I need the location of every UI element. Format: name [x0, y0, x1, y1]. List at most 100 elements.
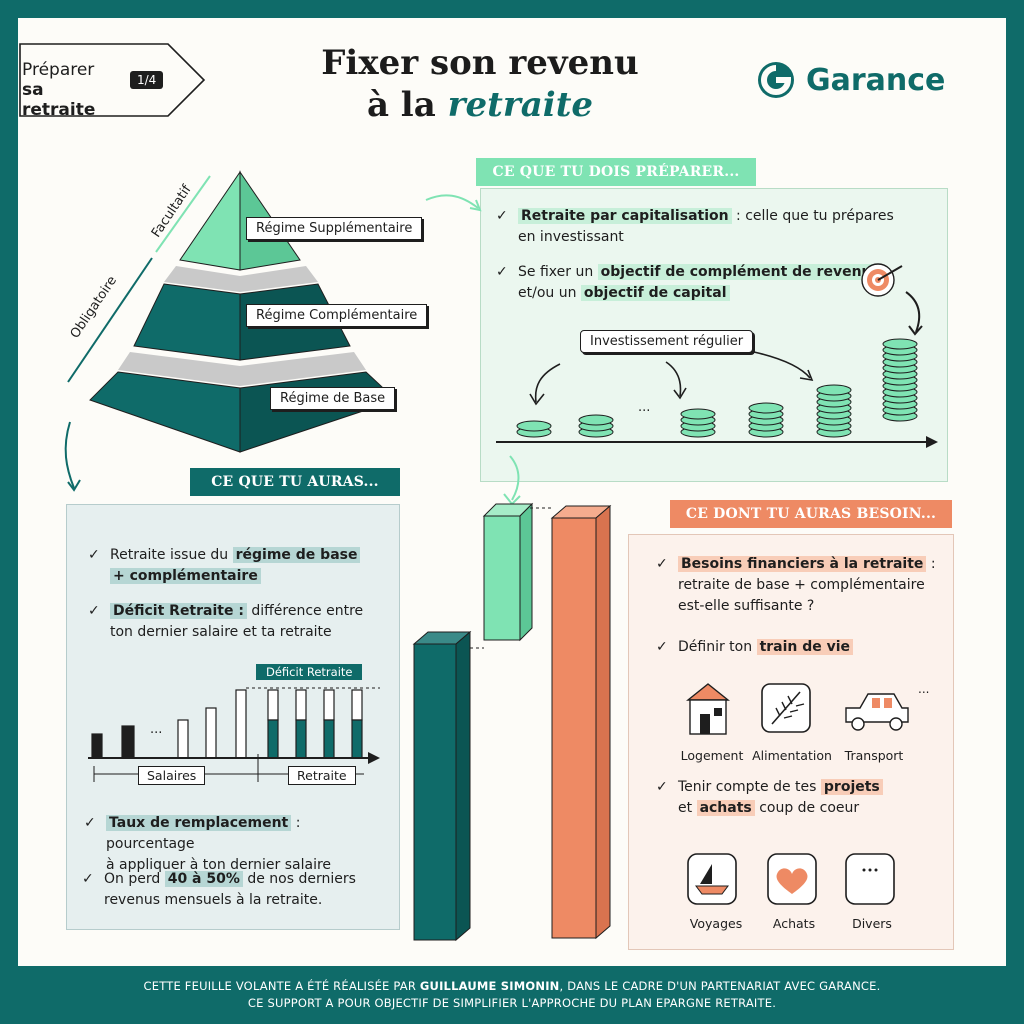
besoin-item-financiers: ✓ Besoins financiers à la retraite : ret…	[656, 554, 948, 617]
besoin-item2-a: Définir ton	[678, 639, 757, 655]
auras-item1-highlight: régime de base	[232, 547, 361, 563]
besoin-item3-highlight1: projets	[820, 779, 883, 795]
retraite-label: Retraite	[288, 766, 356, 785]
bar-retraite	[412, 630, 472, 942]
tag-page-number: 1/4	[130, 71, 164, 89]
logo-text: Garance	[806, 62, 946, 98]
retraite-bar	[323, 689, 335, 759]
house-icon	[686, 683, 730, 735]
besoin-item3-b: et	[678, 800, 697, 816]
retraite-bar	[351, 689, 363, 759]
arrow-down-icon	[905, 291, 923, 336]
besoin-item-train-de-vie: ✓ Définir ton train de vie	[656, 637, 948, 658]
bar-besoin	[550, 504, 612, 940]
besoin-item1-rest: :	[926, 556, 936, 572]
comparison-bars-illustration	[412, 455, 612, 942]
check-icon: ✓	[88, 603, 100, 619]
check-icon: ✓	[656, 779, 668, 795]
coin-stack-6	[882, 338, 918, 422]
icon-label-transport: Transport	[844, 748, 904, 763]
check-icon: ✓	[82, 871, 94, 887]
auras-item1-a: Retraite issue du	[110, 547, 233, 563]
besoin-item1-line3: est-elle suffisante ?	[678, 598, 815, 614]
footer-line1-a: CETTE FEUILLE VOLANTE A ÉTÉ RÉALISÉE PAR	[143, 979, 420, 993]
page-title: Fixer son revenu à la retraite	[300, 42, 660, 126]
salaires-label: Salaires	[138, 766, 206, 785]
title-line1: Fixer son revenu	[321, 43, 639, 83]
auras-item3-highlight: Taux de remplacement	[106, 815, 292, 831]
coins-ellipsis: ...	[638, 400, 651, 415]
besoin-item3-highlight2: achats	[696, 800, 755, 816]
tag-line1: Préparer	[22, 60, 95, 80]
check-icon: ✓	[496, 264, 508, 280]
auras-item4-highlight: 40 à 50%	[164, 871, 243, 887]
lifestyle-icons	[686, 683, 909, 735]
footer-credits: CETTE FEUILLE VOLANTE A ÉTÉ RÉALISÉE PAR…	[0, 978, 1024, 1012]
icon-label-achats: Achats	[772, 916, 816, 931]
prepare-item1-highlight: Retraite par capitalisation	[518, 208, 732, 224]
boat-icon	[687, 853, 737, 905]
project-icons	[687, 853, 895, 905]
pyramid-level-supplementaire: Régime Supplémentaire	[246, 217, 423, 240]
footer-line1-author: GUILLAUME SIMONIN	[419, 979, 560, 993]
pyramid-level-base: Régime de Base	[270, 387, 396, 410]
retraite-bar	[267, 689, 279, 759]
prepare-item-objectif: ✓ Se fixer un objectif de complément de …	[496, 262, 878, 304]
check-icon: ✓	[84, 815, 96, 831]
tag-line2: sa retraite	[22, 80, 96, 120]
pyramid-level-complementaire: Régime Complémentaire	[246, 304, 428, 327]
garance-logo: Garance	[756, 60, 945, 100]
car-icon	[845, 693, 909, 731]
prepare-item2-highlight1: objectif de complément de revenu	[597, 264, 875, 280]
heart-icon	[767, 853, 817, 905]
salary-bar	[177, 719, 189, 759]
footer-line1-c: , DANS LE CADRE D'UN PARTENARIAT AVEC GA…	[559, 979, 881, 993]
salary-bar	[235, 689, 247, 759]
salary-ellipsis: ...	[90, 722, 162, 737]
besoin-item1-highlight: Besoins financiers à la retraite	[678, 556, 927, 572]
besoin-item3-c: coup de coeur	[754, 800, 860, 816]
invest-label: Investissement régulier	[580, 330, 754, 353]
auras-item-regime: ✓ Retraite issue du régime de base + com…	[88, 545, 390, 587]
auras-item3-rest: : pourcentage	[106, 815, 301, 852]
prepare-banner: CE QUE TU DOIS PRÉPARER...	[476, 158, 756, 186]
coin-stack-1	[516, 420, 552, 438]
besoin-item-projets: ✓ Tenir compte de tes projets et achats …	[656, 777, 948, 819]
prepare-item2-a: Se fixer un	[518, 264, 598, 280]
salary-bar	[121, 725, 135, 759]
icon-label-divers: Divers	[852, 916, 892, 931]
besoin-item1-line2: retraite de base + complémentaire	[678, 577, 925, 593]
icon-label-voyages: Voyages	[689, 916, 743, 931]
prepare-item1-line2: en investissant	[518, 229, 624, 245]
salary-bars-illustration	[88, 687, 380, 782]
tag-arrow-shape	[19, 43, 206, 117]
auras-item2-highlight: Déficit Retraite :	[110, 603, 247, 619]
footer-line2: CE SUPPORT A POUR OBJECTIF DE SIMPLIFIER…	[247, 996, 777, 1010]
auras-item-taux: ✓ Taux de remplacement : pourcentage à a…	[84, 813, 386, 876]
auras-banner: CE QUE TU AURAS...	[190, 468, 400, 496]
wheat-icon	[761, 683, 811, 733]
bar-capitalisation	[482, 502, 534, 642]
coin-stack-2	[578, 414, 614, 438]
title-line2-a: à la	[366, 85, 448, 125]
tag-text: Préparer sa retraite	[22, 60, 95, 120]
retraite-bar	[295, 689, 307, 759]
more-icon	[845, 853, 895, 905]
prepare-item1-rest: : celle que tu prépares	[731, 208, 894, 224]
auras-item3-line2: à appliquer à ton dernier salaire	[106, 857, 332, 873]
deficit-label: Déficit Retraite	[256, 664, 363, 680]
icon-label-logement: Logement	[680, 748, 744, 763]
auras-item-deficit: ✓ Déficit Retraite : différence entre to…	[88, 601, 390, 643]
auras-item4-b: de nos derniers	[242, 871, 356, 887]
auras-item4-line2: revenus mensuels à la retraite.	[104, 892, 323, 908]
prepare-item2-b: et/ou un	[518, 285, 581, 301]
auras-item2-rest: différence entre	[246, 603, 364, 619]
coin-stack-3	[680, 408, 716, 438]
lifestyle-ellipsis: ...	[918, 682, 930, 696]
pyramid-diagram	[67, 170, 397, 453]
coin-stack-group	[516, 338, 918, 438]
auras-item1-highlight2: + complémentaire	[110, 568, 261, 584]
coin-stack-4	[748, 402, 784, 438]
arrow-down-icon	[64, 421, 81, 492]
coin-stack-5	[816, 384, 852, 438]
